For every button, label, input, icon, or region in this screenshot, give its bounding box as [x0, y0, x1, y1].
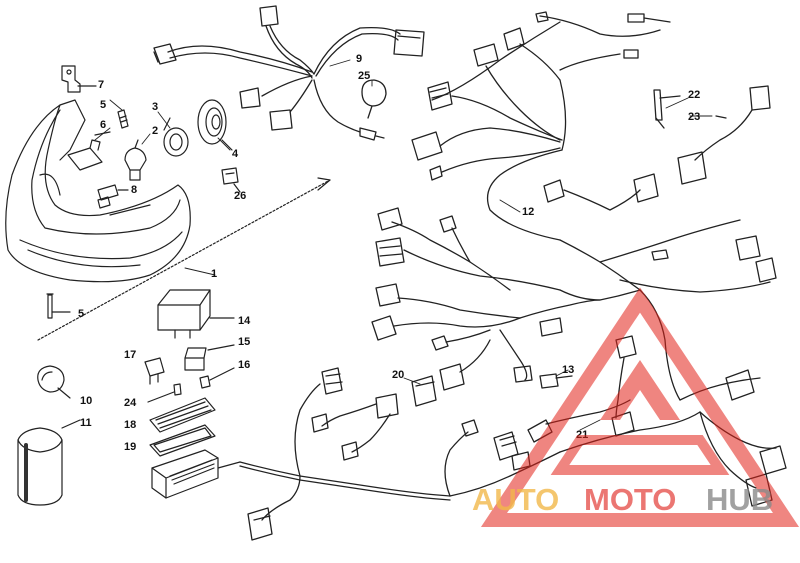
callout-24: 24 — [124, 397, 137, 409]
callout-4: 4 — [232, 148, 239, 160]
wiring-harness-part-12 — [153, 5, 787, 541]
fuse-part-24 — [147, 383, 182, 403]
callout-13: 13 — [562, 364, 574, 376]
callout-23: 23 — [688, 111, 700, 123]
callout-22: 22 — [688, 89, 700, 101]
callout-12: 12 — [522, 206, 534, 218]
cover-part-4 — [197, 99, 233, 151]
clamp-part-10 — [37, 365, 71, 399]
gasket-part-19 — [149, 424, 216, 457]
watermark-text-auto: AUTO — [472, 482, 559, 517]
relay-box-part-14 — [157, 289, 235, 339]
callout-20: 20 — [392, 369, 404, 381]
callout-10: 10 — [80, 395, 92, 407]
callout-16: 16 — [238, 359, 250, 371]
bracket-part-8 — [97, 184, 129, 201]
headlight-assembly — [5, 99, 331, 341]
watermark-logo — [480, 287, 800, 527]
callout-8: 8 — [131, 184, 137, 196]
bulb-part-2 — [124, 139, 147, 181]
callout-26: 26 — [234, 190, 246, 202]
callout-25: 25 — [358, 70, 370, 82]
callout-18: 18 — [124, 419, 136, 431]
callout-7: 7 — [98, 79, 104, 91]
callout-9: 9 — [356, 53, 362, 65]
callout-19: 19 — [124, 441, 136, 453]
relay-part-15 — [184, 344, 235, 371]
fuse-holder-part-18 — [149, 397, 216, 433]
retainer-part-3 — [163, 117, 189, 157]
callout-11: 11 — [80, 417, 92, 429]
screw-part-5 — [46, 109, 129, 319]
sleeve-part-11 — [17, 419, 81, 506]
fuse-part-16 — [199, 367, 235, 389]
callout-1: 1 — [211, 268, 217, 280]
callout-leaders — [94, 59, 713, 431]
watermark-text-hub: HUB — [706, 482, 773, 517]
callout-14: 14 — [238, 315, 251, 327]
callout-numbers: 1 2 3 4 5 5 6 7 8 9 10 11 12 13 14 15 16… — [78, 53, 700, 453]
watermark-text-moto: MOTO — [584, 482, 676, 517]
bracket-part-7 — [61, 65, 97, 93]
callout-5-lower: 5 — [78, 308, 84, 320]
callout-2: 2 — [152, 125, 158, 137]
watermark-text: AUTO MOTO HUB — [472, 482, 773, 517]
relay-part-17 — [144, 357, 165, 385]
socket-part-6 — [67, 131, 111, 171]
callout-15: 15 — [238, 336, 250, 348]
callout-6: 6 — [100, 119, 106, 131]
connector-part-26 — [221, 167, 241, 193]
fuse-block — [151, 449, 241, 499]
callout-17: 17 — [124, 349, 136, 361]
callout-5-upper: 5 — [100, 99, 106, 111]
callout-3: 3 — [152, 101, 158, 113]
